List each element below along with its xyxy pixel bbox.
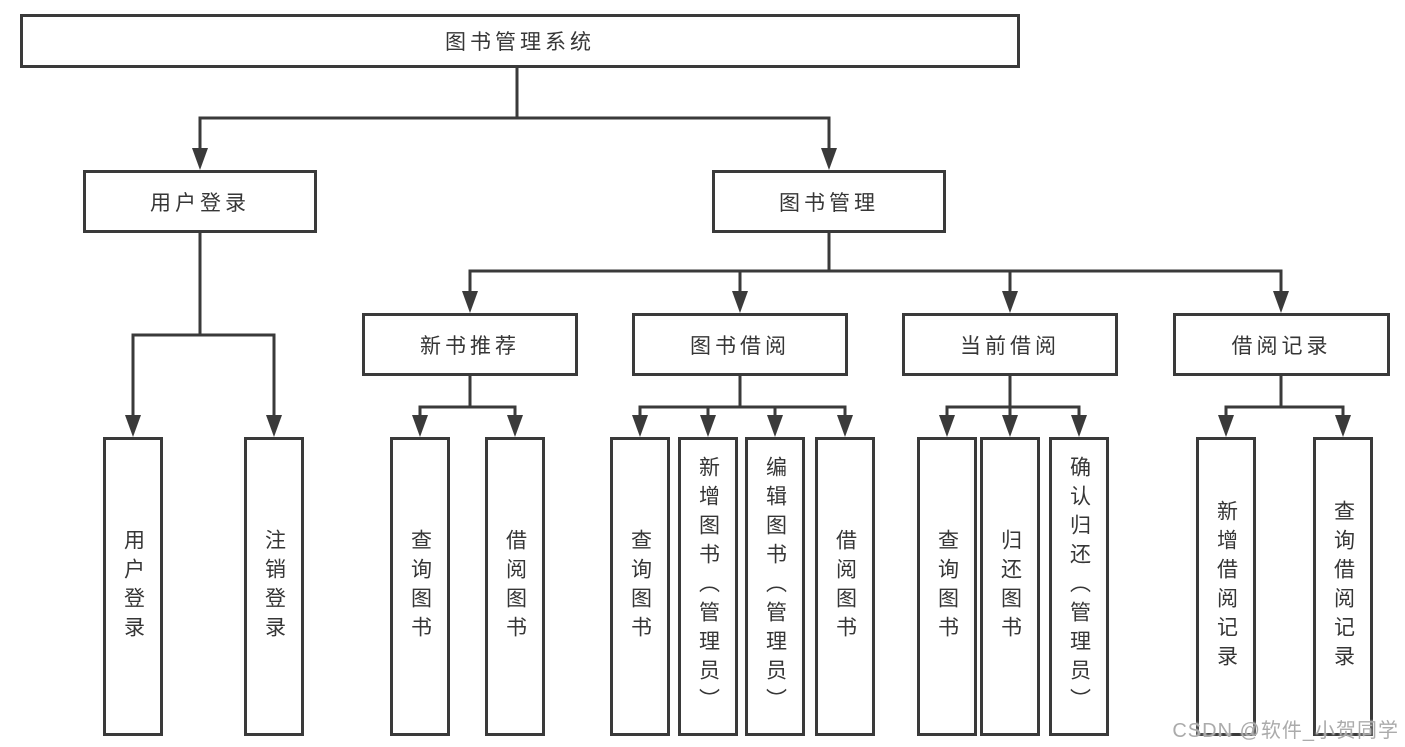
leaf-query-borrow-record: 查询借阅记录 <box>1313 437 1373 736</box>
leaf-confirm-return-admin: 确认归还（管理员） <box>1049 437 1109 736</box>
arrow-down-icon <box>1218 415 1234 437</box>
leaf-logout: 注销登录 <box>244 437 304 736</box>
arrow-down-icon <box>767 415 783 437</box>
leaf-user-login: 用户登录 <box>103 437 163 736</box>
leaf-query-book-borrow: 查询图书 <box>610 437 670 736</box>
arrow-down-icon <box>1335 415 1351 437</box>
leaf-query-book-current: 查询图书 <box>917 437 977 736</box>
leaf-return-book: 归还图书 <box>980 437 1040 736</box>
arrow-down-icon <box>837 415 853 437</box>
arrow-down-icon <box>1273 291 1289 313</box>
node-borrow-record: 借阅记录 <box>1173 313 1390 376</box>
arrow-down-icon <box>266 415 282 437</box>
leaf-query-book-recommend: 查询图书 <box>390 437 450 736</box>
node-new-book-recommend: 新书推荐 <box>362 313 578 376</box>
csdn-watermark: CSDN @软件_小贺同学 <box>1172 720 1399 742</box>
arrow-down-icon <box>1071 415 1087 437</box>
node-user-login: 用户登录 <box>83 170 317 233</box>
leaf-edit-book-admin: 编辑图书（管理员） <box>745 437 805 736</box>
node-current-borrow: 当前借阅 <box>902 313 1118 376</box>
arrow-down-icon <box>821 148 837 170</box>
arrow-down-icon <box>125 415 141 437</box>
leaf-add-borrow-record: 新增借阅记录 <box>1196 437 1256 736</box>
arrow-down-icon <box>1002 291 1018 313</box>
arrow-down-icon <box>632 415 648 437</box>
node-book-borrow: 图书借阅 <box>632 313 848 376</box>
node-book-management: 图书管理 <box>712 170 946 233</box>
arrow-down-icon <box>462 291 478 313</box>
leaf-borrow-book: 借阅图书 <box>815 437 875 736</box>
arrow-down-icon <box>412 415 428 437</box>
leaf-add-book-admin: 新增图书（管理员） <box>678 437 738 736</box>
arrow-down-icon <box>939 415 955 437</box>
arrow-down-icon <box>1002 415 1018 437</box>
node-root-system: 图书管理系统 <box>20 14 1020 68</box>
arrow-down-icon <box>732 291 748 313</box>
arrow-down-icon <box>700 415 716 437</box>
arrow-down-icon <box>507 415 523 437</box>
leaf-borrow-book-recommend: 借阅图书 <box>485 437 545 736</box>
arrow-down-icon <box>192 148 208 170</box>
